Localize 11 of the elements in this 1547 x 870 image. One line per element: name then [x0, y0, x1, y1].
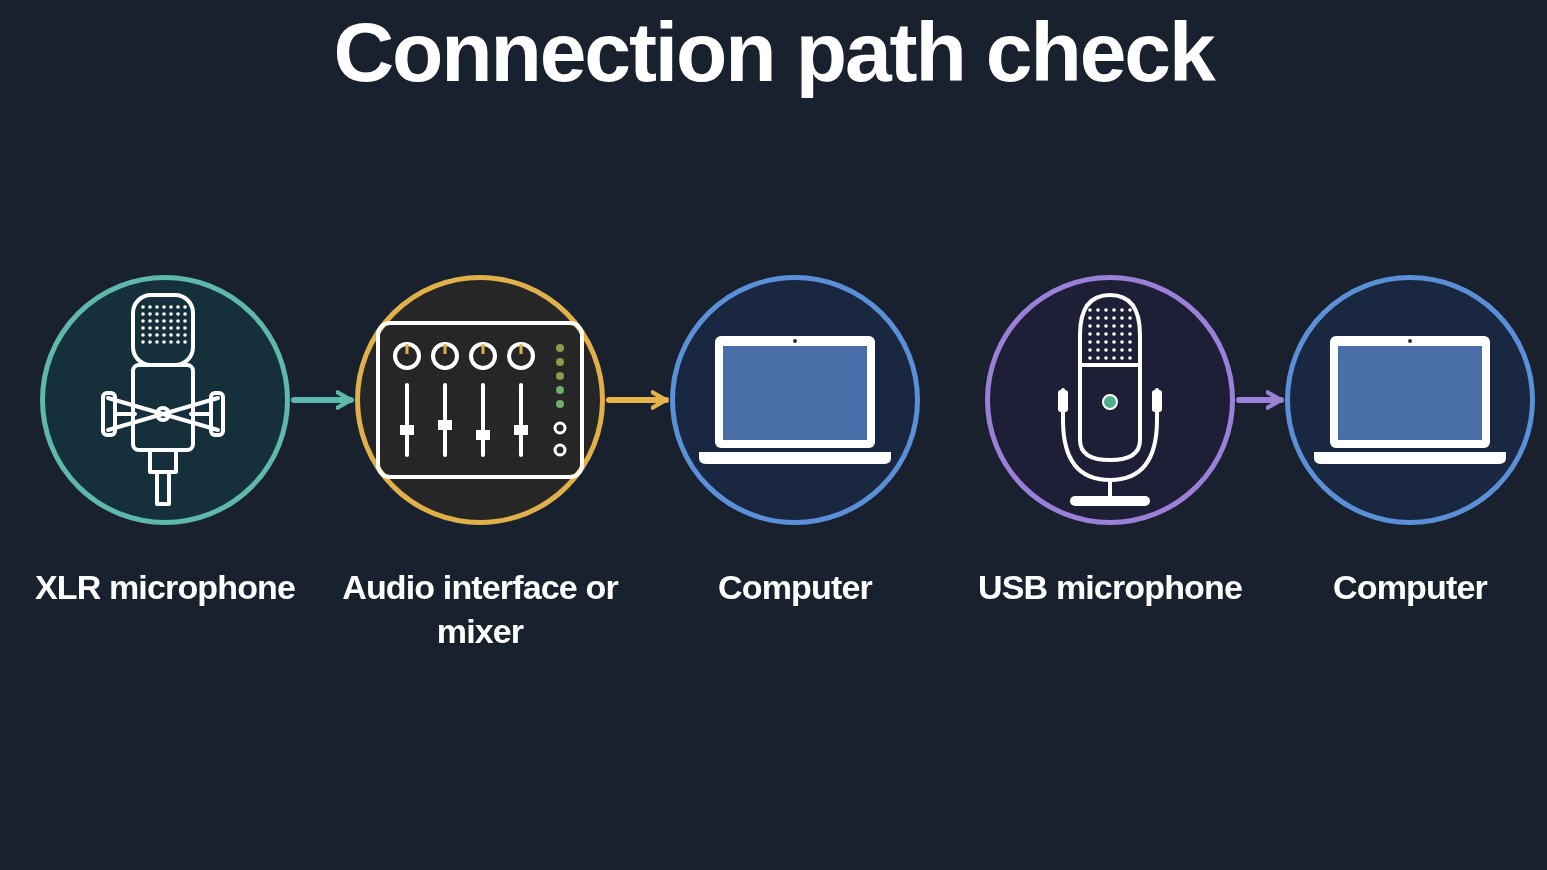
node-label: USB microphone	[977, 567, 1243, 608]
device-node	[1285, 275, 1535, 609]
node-label: Computer	[1332, 567, 1489, 608]
node-label: Audio interface or mixer	[341, 567, 620, 652]
node-label: Computer	[717, 567, 874, 608]
device-node	[670, 275, 920, 609]
title: Connection path check	[333, 4, 1214, 101]
node-label: XLR microphone	[33, 567, 297, 608]
arrow	[606, 390, 669, 410]
arrow	[291, 390, 354, 410]
arrow	[1236, 390, 1284, 410]
